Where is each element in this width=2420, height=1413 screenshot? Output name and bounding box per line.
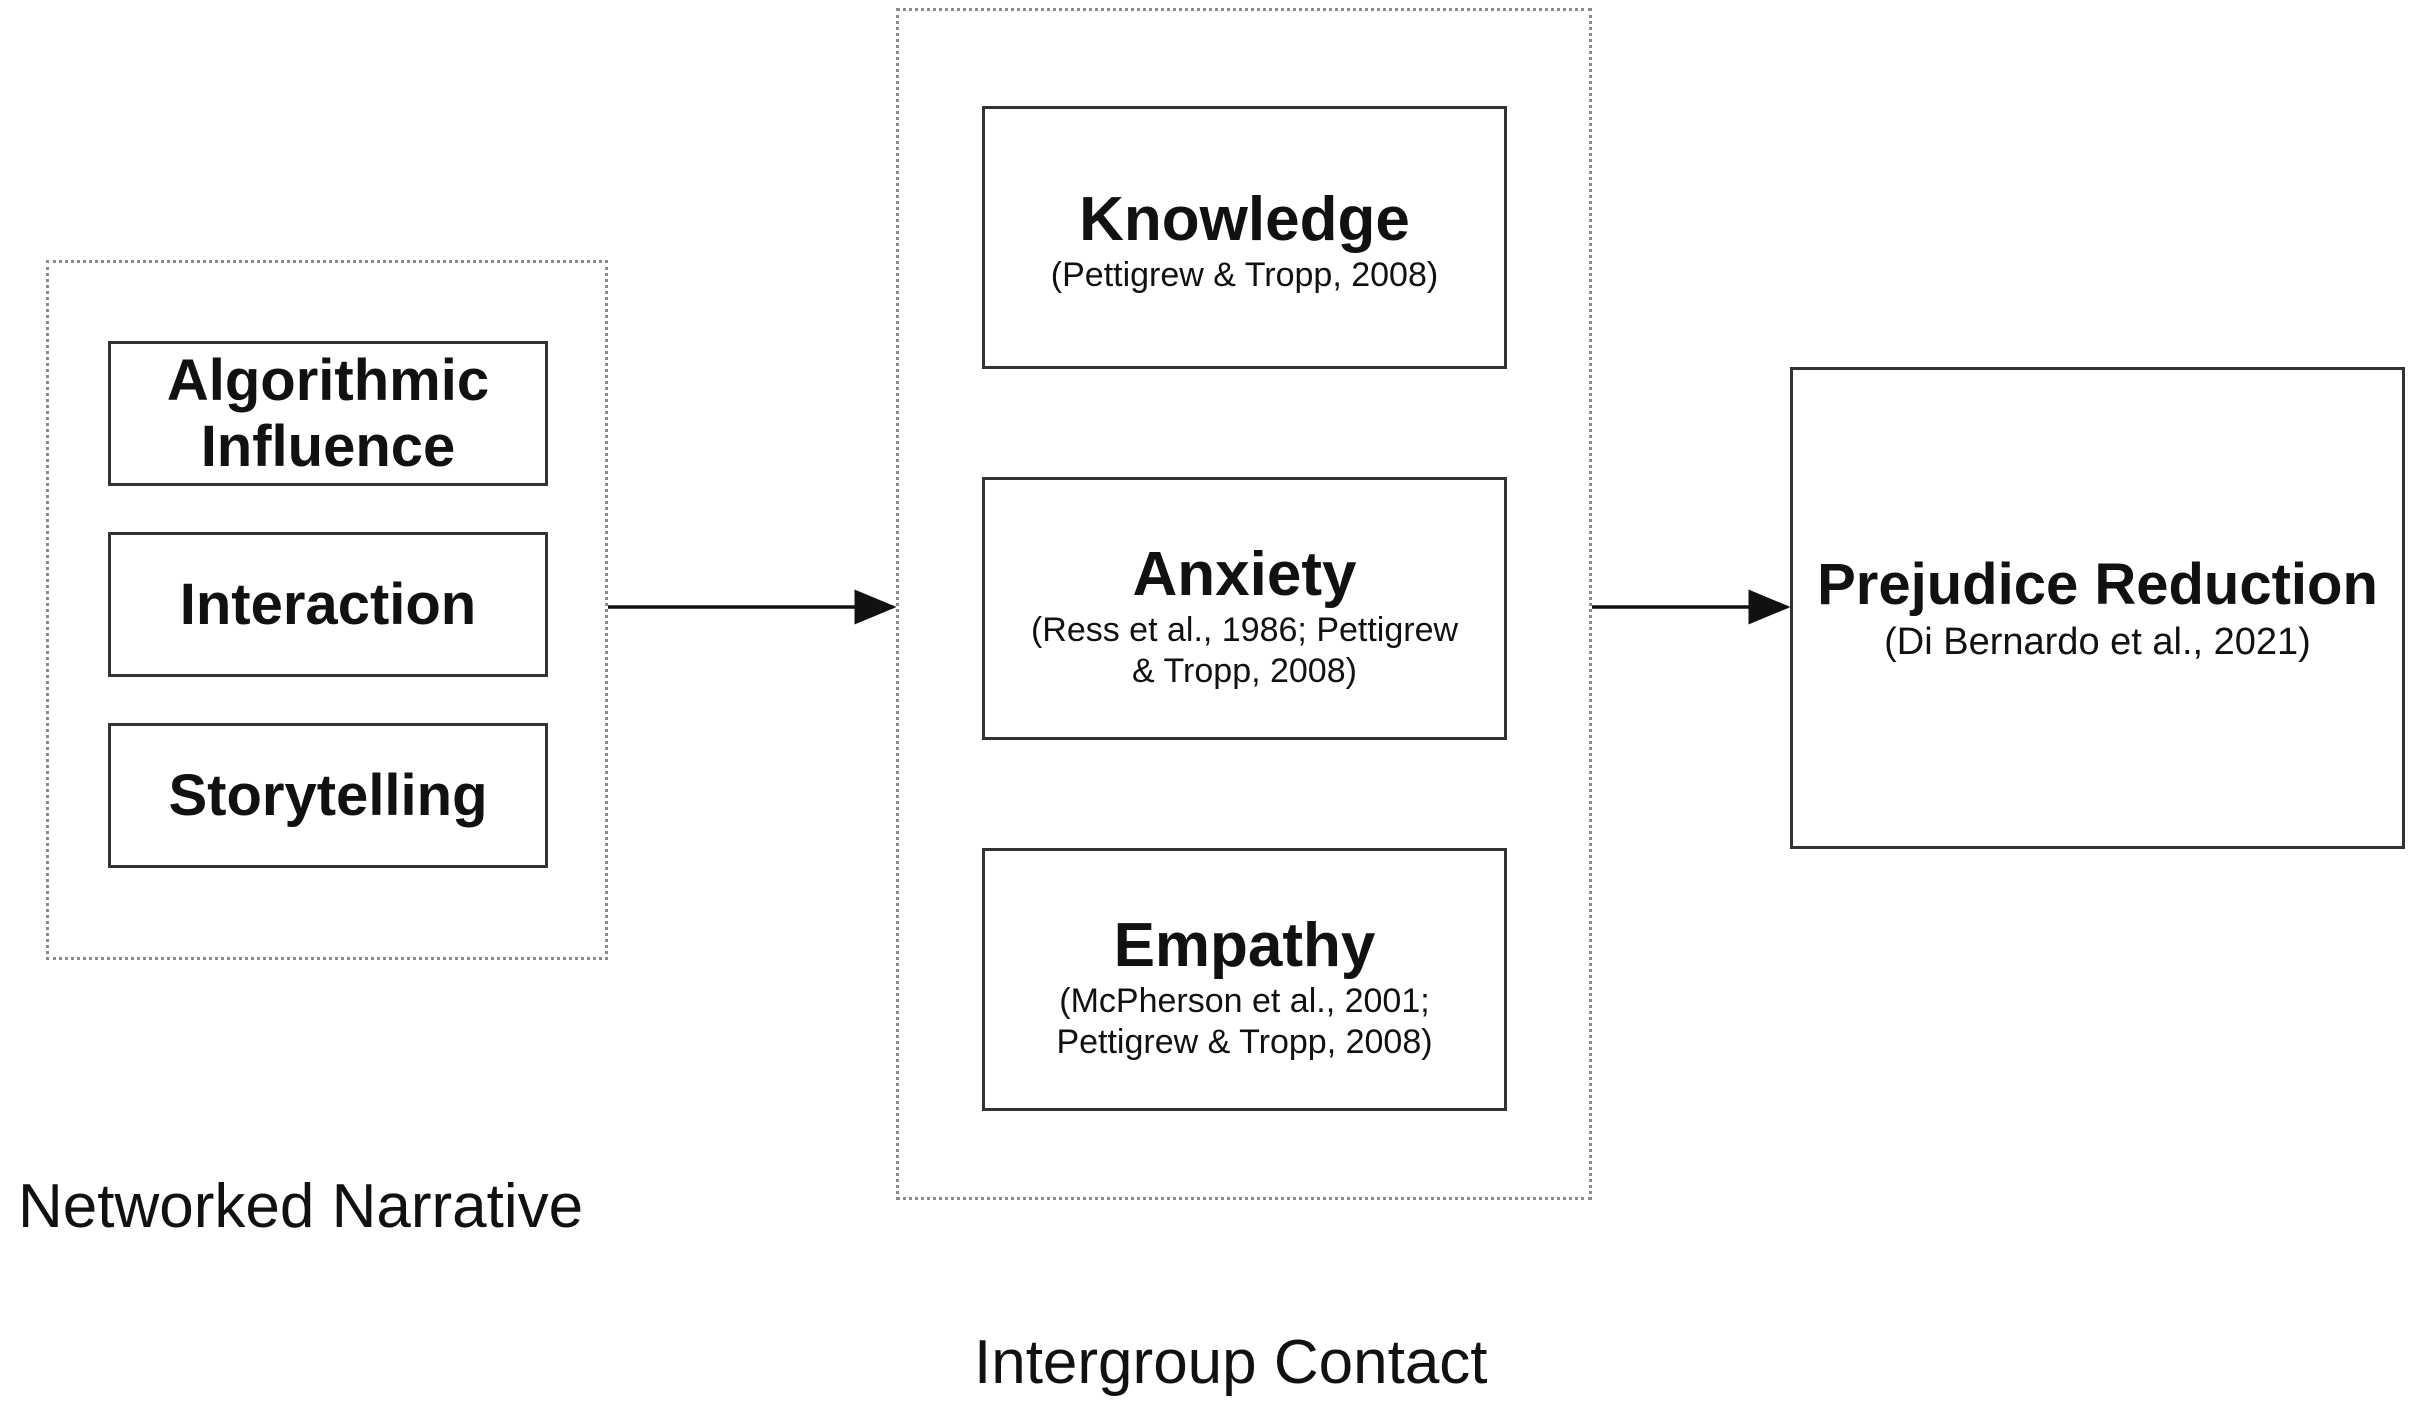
intergroup-contact-group <box>896 8 1592 1200</box>
storytelling-box: Storytelling <box>108 723 548 868</box>
networked-narrative-group <box>46 260 608 960</box>
networked-narrative-label: Networked Narrative <box>18 1172 584 1241</box>
anxiety-box: Anxiety (Ress et al., 1986; Pettigrew & … <box>982 477 1507 740</box>
algorithmic-influence-title: Algorithmic Influence <box>166 347 490 479</box>
prejudice-reduction-box: Prejudice Reduction (Di Bernardo et al.,… <box>1790 367 2405 849</box>
prejudice-reduction-title: Prejudice Reduction <box>1817 552 2378 617</box>
intergroup-contact-label: Intergroup Contact <box>974 1328 1488 1397</box>
empathy-title: Empathy <box>1113 911 1376 980</box>
anxiety-title: Anxiety <box>1132 540 1357 609</box>
knowledge-citation: (Pettigrew & Tropp, 2008) <box>1050 256 1439 294</box>
empathy-box: Empathy (McPherson et al., 2001; Pettigr… <box>982 848 1507 1111</box>
algorithmic-influence-box: Algorithmic Influence <box>108 341 548 486</box>
anxiety-citation-line-1: (Ress et al., 1986; Pettigrew <box>1030 611 1459 649</box>
knowledge-box: Knowledge (Pettigrew & Tropp, 2008) <box>982 106 1507 369</box>
empathy-citation-line-2: Pettigrew & Tropp, 2008) <box>1056 1023 1433 1061</box>
knowledge-title: Knowledge <box>1079 185 1410 254</box>
interaction-box: Interaction <box>108 532 548 677</box>
anxiety-citation-line-2: & Tropp, 2008) <box>1132 652 1357 690</box>
empathy-citation-line-1: (McPherson et al., 2001; <box>1059 982 1430 1020</box>
storytelling-title: Storytelling <box>168 762 488 828</box>
prejudice-reduction-citation: (Di Bernardo et al., 2021) <box>1884 621 2311 663</box>
interaction-title: Interaction <box>179 571 477 637</box>
